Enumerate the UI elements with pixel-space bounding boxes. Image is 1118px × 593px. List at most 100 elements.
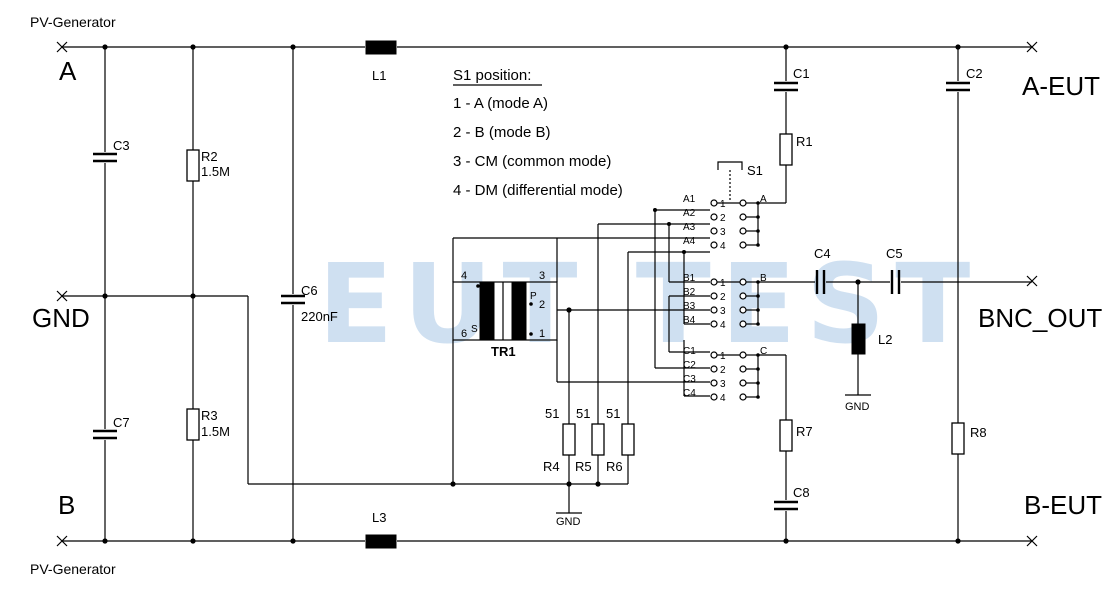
terminal-crosses (56, 41, 1038, 547)
switch-pin-right (739, 393, 747, 401)
transformer-tr1 (452, 281, 558, 341)
switch-junction (756, 395, 760, 399)
label-r1: R1 (796, 134, 813, 149)
switch-pin-left (710, 393, 718, 401)
tr1-s-mark: S (471, 324, 478, 335)
label-r2-value: 1.5M (201, 164, 230, 179)
tr1-pin-4: 4 (461, 270, 467, 282)
pv-generator-bottom-label: PV-Generator (30, 561, 116, 577)
tr1-pin-1: 1 (539, 328, 545, 340)
switch-pin-left (710, 278, 718, 286)
resistor-r7 (758, 354, 793, 500)
switch-pin-left (710, 306, 718, 314)
tr1-pin-6: 6 (461, 328, 467, 340)
switch-pin-right (739, 241, 747, 249)
legend-title: S1 position: (453, 67, 531, 84)
label-c6-value: 220nF (301, 309, 338, 324)
inductor-l3 (365, 534, 397, 549)
label-r4-value: 51 (545, 406, 559, 421)
label-r8: R8 (970, 425, 987, 440)
legend-item: 2 - B (mode B) (453, 124, 551, 141)
switch-position-number: 2 (720, 213, 726, 224)
legend-item: 4 - DM (differential mode) (453, 182, 623, 199)
switch-row-label: C1 (683, 346, 696, 357)
switch-position-number: 4 (720, 241, 726, 252)
bnc-line (758, 270, 1032, 294)
label-c5: C5 (886, 246, 903, 261)
switch-row-label: B1 (683, 273, 696, 284)
switch-pin-left (710, 213, 718, 221)
label-l3: L3 (372, 510, 386, 525)
switch-junction (756, 322, 760, 326)
switch-junction (756, 367, 760, 371)
tr1-pin-2: 2 (539, 299, 545, 311)
switch-pin-left (710, 241, 718, 249)
pv-generator-top-label: PV-Generator (30, 14, 116, 30)
switch-pin-left (710, 351, 718, 359)
switch-pin-left (710, 199, 718, 207)
port-b-label: B (58, 490, 75, 520)
label-c8: C8 (793, 485, 810, 500)
label-c6: C6 (301, 283, 318, 298)
switch-row-label: A2 (683, 208, 696, 219)
switch-position-number: 2 (720, 365, 726, 376)
gnd-rail (62, 295, 628, 485)
port-b-eut-label: B-EUT (1024, 490, 1102, 520)
capacitor-c7 (93, 296, 117, 541)
switch-pin-right (739, 278, 747, 286)
switch-position-number: 3 (720, 306, 726, 317)
switch-row-label: C2 (683, 360, 696, 371)
switch-junction (756, 229, 760, 233)
switch-position-number: 4 (720, 320, 726, 331)
switch-position-number: 4 (720, 393, 726, 404)
switch-junction (756, 215, 760, 219)
switch-pin-right (739, 199, 747, 207)
switch-pin-left (710, 227, 718, 235)
switch-position-number: 1 (720, 278, 726, 289)
legend-item: 1 - A (mode A) (453, 95, 548, 112)
switch-row-label: C3 (683, 374, 696, 385)
resistor-r2 (186, 47, 200, 296)
switch-common-label: C (760, 346, 767, 357)
switch-position-number: 1 (720, 199, 726, 210)
switch-pin-left (710, 379, 718, 387)
switch-junction (756, 243, 760, 247)
label-c2: C2 (966, 66, 983, 81)
label-r3-value: 1.5M (201, 424, 230, 439)
switch-position-number: 2 (720, 292, 726, 303)
capacitor-c3 (93, 47, 117, 296)
junction-dots-left (102, 44, 601, 544)
capacitor-c1 (774, 47, 798, 134)
switch-pin-right (739, 213, 747, 221)
switch-position-number: 3 (720, 227, 726, 238)
switch-common-label: A (760, 194, 767, 205)
label-c7: C7 (113, 415, 130, 430)
resistor-r3 (186, 296, 200, 541)
switch-row-label: A3 (683, 222, 696, 233)
label-c1: C1 (793, 66, 810, 81)
resistor-r5 (591, 223, 710, 484)
label-l1: L1 (372, 68, 386, 83)
label-gnd-r: GND (556, 516, 581, 528)
capacitor-c8 (774, 500, 798, 541)
inductor-l1 (365, 40, 397, 55)
switch-junction (756, 308, 760, 312)
switch-pin-left (710, 365, 718, 373)
resistor-r8 (951, 422, 965, 541)
label-tr1: TR1 (491, 344, 516, 359)
label-l2: L2 (878, 332, 892, 347)
watermark: EUT TEST (318, 240, 980, 368)
switch-s1-lever (717, 161, 743, 200)
label-r2: R2 (201, 149, 218, 164)
switch-common-label: B (760, 273, 767, 284)
label-s1: S1 (747, 163, 763, 178)
resistor-r1 (758, 133, 793, 204)
switch-row-label: A1 (683, 194, 696, 205)
switch-pin-right (739, 351, 747, 359)
port-gnd-label: GND (32, 303, 90, 333)
switch-position-number: 1 (720, 351, 726, 362)
switch-junction (756, 381, 760, 385)
junction-dots-right (783, 44, 961, 544)
label-c3: C3 (113, 138, 130, 153)
